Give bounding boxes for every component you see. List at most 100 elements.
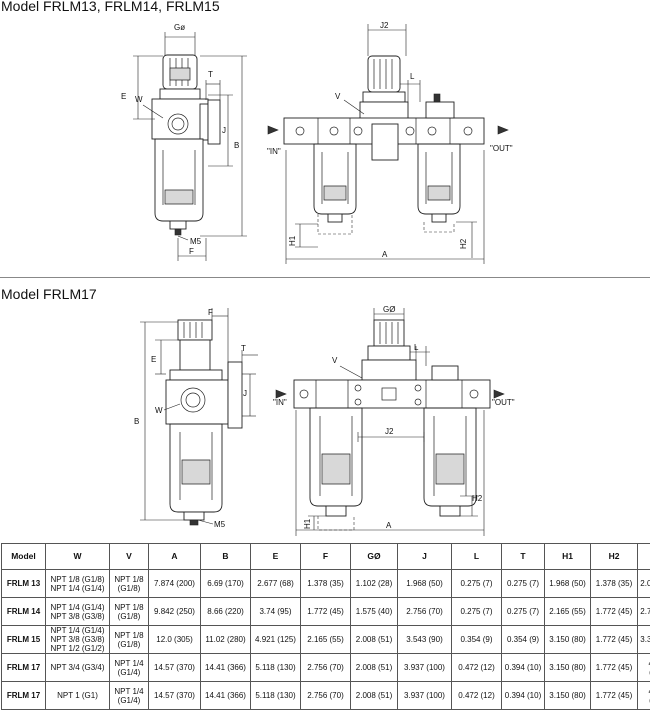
cell-a: 14.57 (370) xyxy=(149,682,201,710)
cell-g: 2.008 (51) xyxy=(351,626,398,654)
cell-e: 3.74 (95) xyxy=(251,598,301,626)
cell-model: FRLM 17 xyxy=(2,654,46,682)
cell-line: NPT 3/4 (G3/4) xyxy=(47,663,108,672)
drawing-frlm17: F E T J W B M5 xyxy=(0,280,650,542)
cell-e: 4.921 (125) xyxy=(251,626,301,654)
cell-t: 0.275 (7) xyxy=(502,570,545,598)
dim-label-e: E xyxy=(121,92,126,101)
dim-label-f: F xyxy=(208,308,213,317)
cell-h1: 1.968 (50) xyxy=(545,570,591,598)
cell-f: 2.165 (55) xyxy=(301,626,351,654)
dim-label-v: V xyxy=(332,356,338,365)
in-port-label: "IN" xyxy=(273,398,287,407)
cell-v: NPT 1/8(G1/8) xyxy=(110,598,149,626)
cell-line: NPT 1/4 xyxy=(111,687,147,696)
header-h2: H2 xyxy=(591,544,638,570)
dim-label-j2: J2 xyxy=(385,427,394,436)
dim-label-m5: M5 xyxy=(214,520,226,529)
cell-w: NPT 3/4 (G3/4) xyxy=(46,654,110,682)
cell-j: 3.543 (90) xyxy=(398,626,452,654)
cell-e: 2.677 (68) xyxy=(251,570,301,598)
cell-h2: 1.378 (35) xyxy=(591,570,638,598)
cell-line: NPT 3/8 (G3/8) xyxy=(47,635,108,644)
cell-a: 14.57 (370) xyxy=(149,654,201,682)
dim-label-j: J xyxy=(243,389,247,398)
cell-line: NPT 1/8 xyxy=(111,631,147,640)
header-h1: H1 xyxy=(545,544,591,570)
cell-g: 2.008 (51) xyxy=(351,654,398,682)
table-header-row: Model W V A B E F GØ J L T H1 H2 J2 xyxy=(2,544,650,570)
dim-label-t: T xyxy=(241,344,246,353)
header-g: GØ xyxy=(351,544,398,570)
dim-label-l: L xyxy=(410,72,415,81)
cell-line: NPT 1/4 xyxy=(111,659,147,668)
table-row: FRLM 17 NPT 3/4 (G3/4) NPT 1/4(G1/4) 14.… xyxy=(2,654,650,682)
header-e: E xyxy=(251,544,301,570)
cell-a: 7.874 (200) xyxy=(149,570,201,598)
cell-j2: 4.134 (105) xyxy=(638,654,650,682)
cell-g: 1.102 (28) xyxy=(351,570,398,598)
cell-l: 0.275 (7) xyxy=(452,598,502,626)
dim-label-m5: M5 xyxy=(190,237,202,246)
cell-l: 0.275 (7) xyxy=(452,570,502,598)
cell-f: 1.378 (35) xyxy=(301,570,351,598)
cell-e: 5.118 (130) xyxy=(251,682,301,710)
table-row: FRLM 15 NPT 1/4 (G1/4)NPT 3/8 (G3/8)NPT … xyxy=(2,626,650,654)
cell-j: 1.968 (50) xyxy=(398,570,452,598)
cell-h1: 3.150 (80) xyxy=(545,654,591,682)
cell-j2: 2.716 (69) xyxy=(638,598,650,626)
cell-w: NPT 1/4 (G1/4)NPT 3/8 (G3/8) xyxy=(46,598,110,626)
cell-t: 0.394 (10) xyxy=(502,682,545,710)
cell-b: 8.66 (220) xyxy=(201,598,251,626)
dim-label-h1: H1 xyxy=(288,235,297,246)
dim-label-h1: H1 xyxy=(303,518,312,529)
header-model: Model xyxy=(2,544,46,570)
cell-t: 0.275 (7) xyxy=(502,598,545,626)
cell-line: NPT 1/8 xyxy=(111,575,147,584)
dim-label-h2: H2 xyxy=(472,494,483,503)
cell-line: NPT 1/2 (G1/2) xyxy=(47,644,108,653)
dim-label-e: E xyxy=(151,355,156,364)
cell-line: NPT 1/8 (G1/8) xyxy=(47,575,108,584)
cell-b: 14.41 (366) xyxy=(201,682,251,710)
cell-line: (G1/4) xyxy=(111,696,147,705)
dim-label-a: A xyxy=(382,250,388,259)
cell-g: 1.575 (40) xyxy=(351,598,398,626)
in-port-label: "IN" xyxy=(267,147,281,156)
cell-e: 5.118 (130) xyxy=(251,654,301,682)
cell-h1: 3.150 (80) xyxy=(545,682,591,710)
cell-j: 2.756 (70) xyxy=(398,598,452,626)
cell-line: (G1/8) xyxy=(111,640,147,649)
cell-a: 12.0 (305) xyxy=(149,626,201,654)
cell-model: FRLM 14 xyxy=(2,598,46,626)
dim-label-h2: H2 xyxy=(459,238,468,249)
cell-v: NPT 1/4(G1/4) xyxy=(110,682,149,710)
side-view-frlm17: F E T J W B M5 xyxy=(134,308,258,529)
front-view-frlm17: GØ L V "IN" "OUT" J2 H2 H1 A xyxy=(273,305,515,536)
table-row: FRLM 13 NPT 1/8 (G1/8)NPT 1/4 (G1/4) NPT… xyxy=(2,570,650,598)
cell-l: 0.472 (12) xyxy=(452,682,502,710)
header-w: W xyxy=(46,544,110,570)
front-view-frlm13: J2 L V "IN" "OUT" H1 H2 A xyxy=(267,21,513,264)
cell-j2: 3.386 (86) xyxy=(638,626,650,654)
cell-v: NPT 1/8(G1/8) xyxy=(110,626,149,654)
cell-g: 2.008 (51) xyxy=(351,682,398,710)
cell-l: 0.354 (9) xyxy=(452,626,502,654)
cell-model: FRLM 13 xyxy=(2,570,46,598)
dim-label-l: L xyxy=(414,343,419,352)
cell-line: NPT 1 (G1) xyxy=(47,691,108,700)
cell-v: NPT 1/4(G1/4) xyxy=(110,654,149,682)
cell-line: NPT 1/4 (G1/4) xyxy=(47,584,108,593)
cell-w: NPT 1/4 (G1/4)NPT 3/8 (G3/8)NPT 1/2 (G1/… xyxy=(46,626,110,654)
dim-label-j: J xyxy=(222,126,226,135)
cell-line: (G1/8) xyxy=(111,584,147,593)
cell-j2: 2.047 (52) xyxy=(638,570,650,598)
cell-model: FRLM 17 xyxy=(2,682,46,710)
cell-line: NPT 1/4 (G1/4) xyxy=(47,603,108,612)
cell-b: 6.69 (170) xyxy=(201,570,251,598)
dim-label-g: Gø xyxy=(174,23,185,32)
cell-b: 14.41 (366) xyxy=(201,654,251,682)
cell-f: 1.772 (45) xyxy=(301,598,351,626)
header-l: L xyxy=(452,544,502,570)
cell-h2: 1.772 (45) xyxy=(591,626,638,654)
